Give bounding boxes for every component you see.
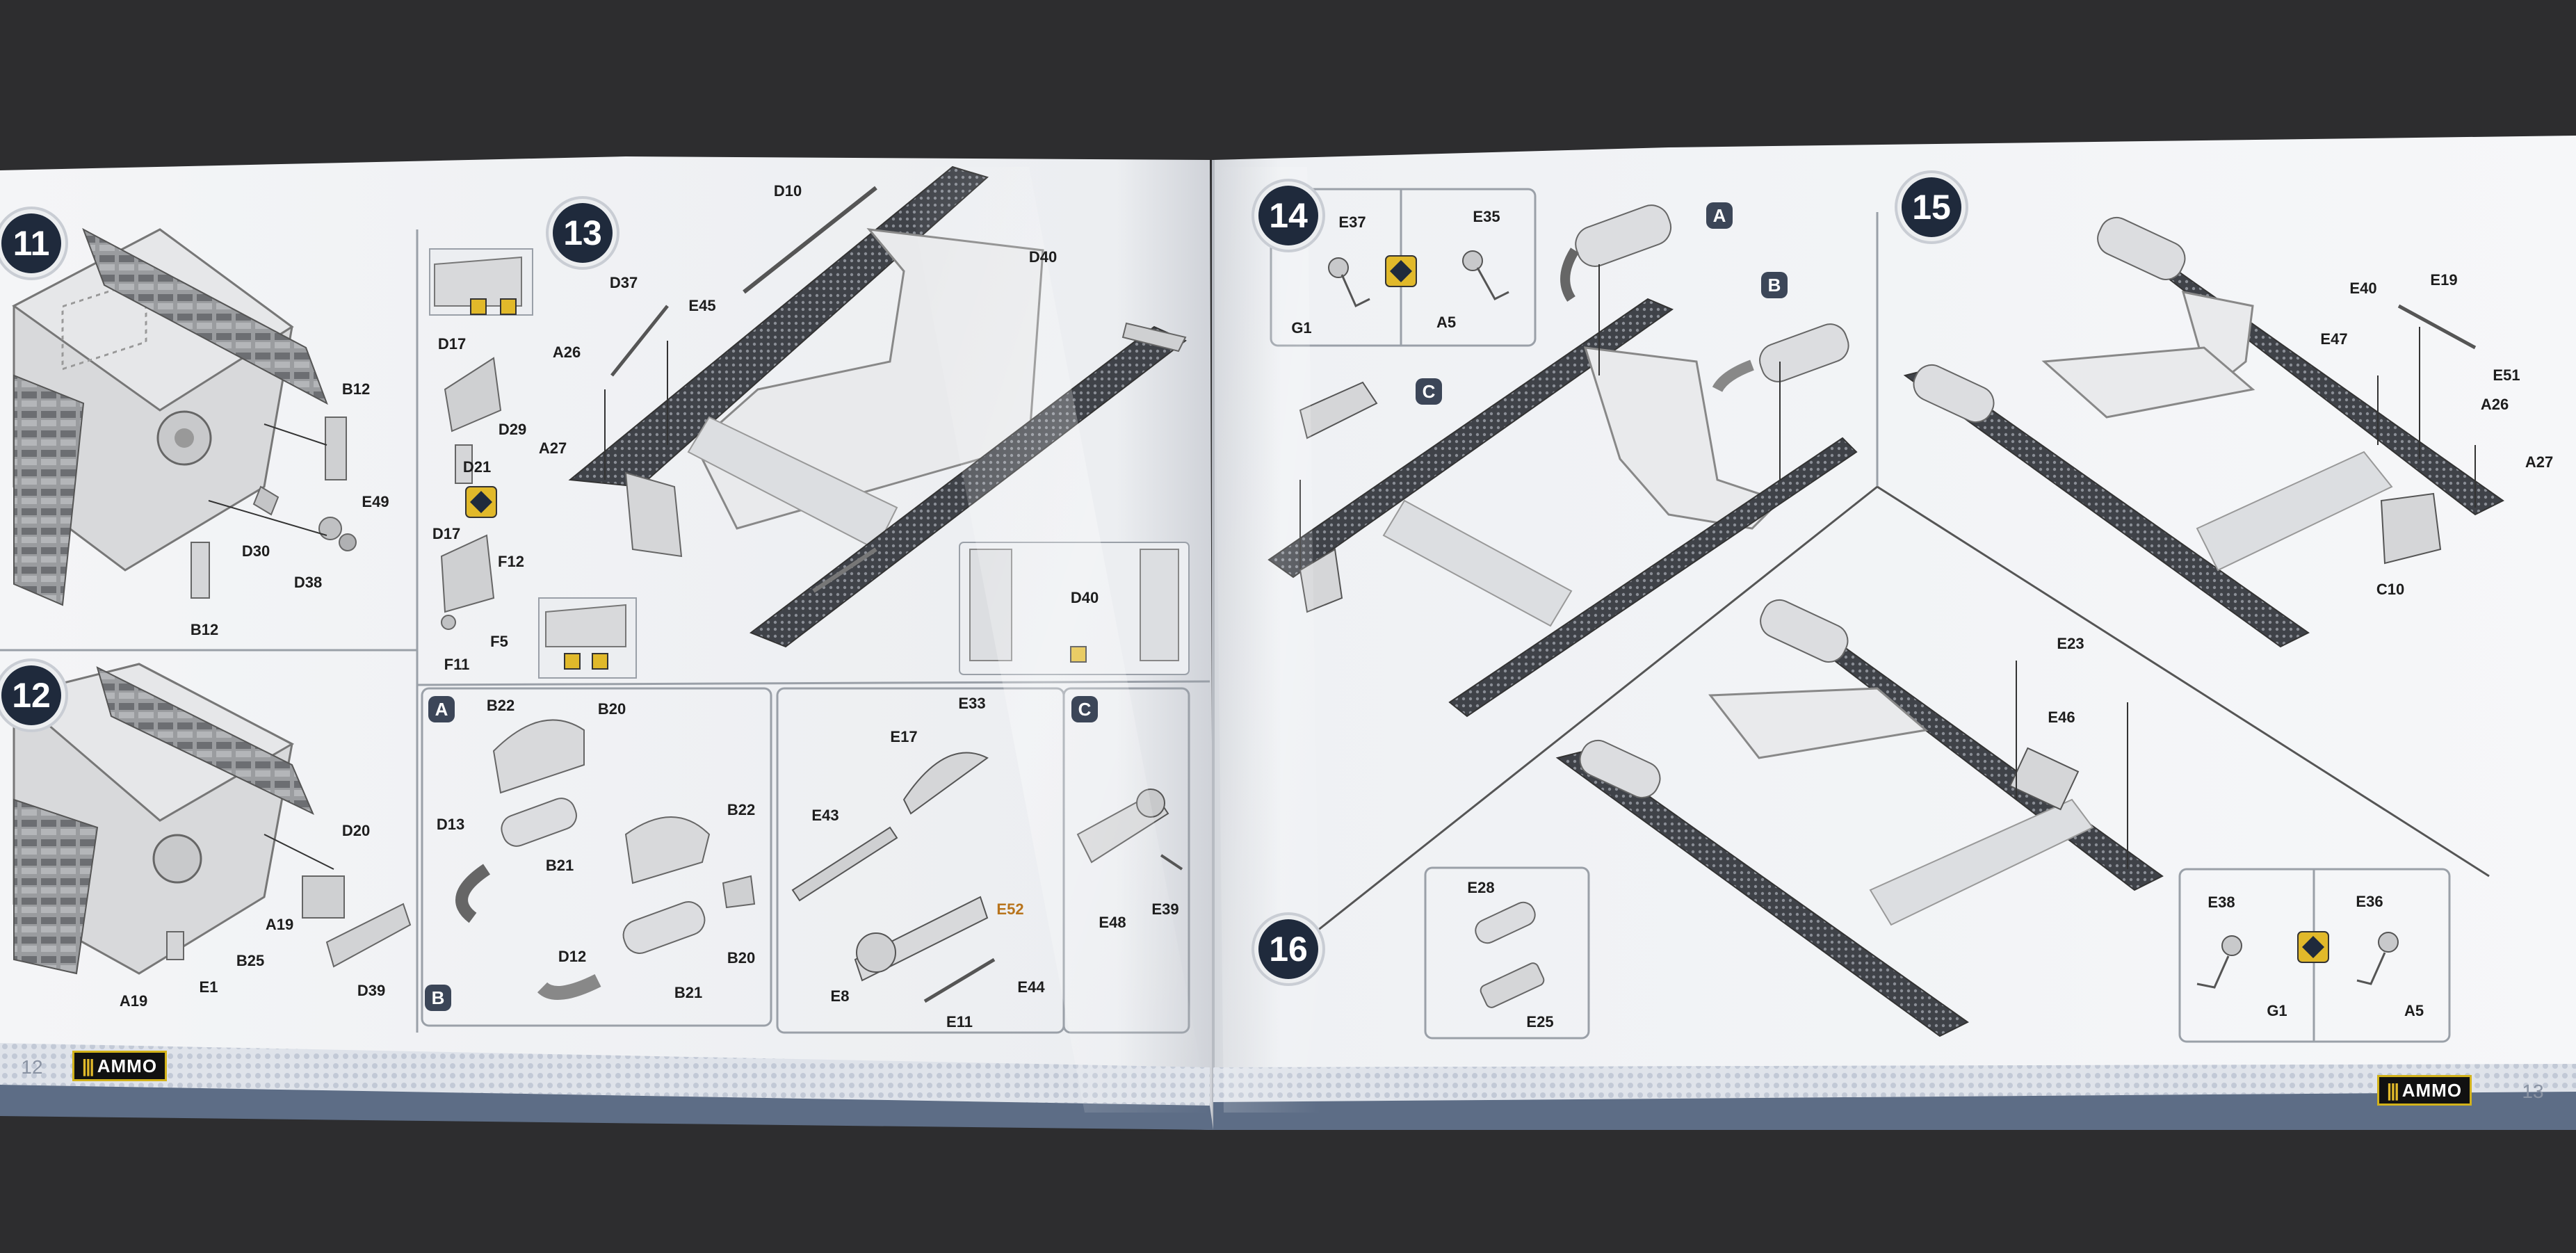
part-label: F12 [498,553,524,570]
part-label: D20 [341,822,371,839]
part-label: D39 [357,982,386,999]
subassembly-tag-b: B [425,985,451,1011]
part-label: B20 [727,949,756,967]
part-label: D12 [558,948,587,965]
part-label: B25 [236,952,265,969]
part-label: E51 [2493,366,2520,384]
step-14-badge: 14 [1258,186,1318,245]
part-label: F5 [490,633,508,650]
part-label: E19 [2430,271,2458,289]
part-label: A19 [119,992,148,1010]
part-label: E23 [2057,635,2084,652]
part-label: A5 [1436,314,1457,331]
part-label: E37 [1338,213,1366,231]
part-label: B12 [190,621,219,638]
part-label: E39 [1151,900,1179,918]
part-label: E52 [996,900,1024,918]
part-label: E33 [958,695,986,712]
part-label: A27 [2525,453,2554,471]
ammo-logo-right: ||| AMMO [2377,1075,2472,1106]
left-page-number: 12 [21,1056,43,1078]
part-label: E49 [362,493,389,510]
ammo-logo-left: ||| AMMO [72,1051,167,1081]
part-label: B20 [597,700,626,718]
part-label: A5 [2404,1002,2424,1019]
right-footer-band [1213,1092,2576,1130]
step-13-badge: 13 [553,203,613,263]
part-label: C10 [2376,581,2405,598]
part-label: B21 [674,984,703,1001]
part-label: E1 [199,978,218,996]
part-label: D17 [437,335,467,353]
part-label: E11 [946,1013,973,1030]
part-label: E48 [1099,914,1126,931]
part-label: E45 [688,297,716,314]
part-label: D40 [1028,248,1058,266]
logo-bars-icon: ||| [2386,1079,2399,1101]
part-label: G1 [2267,1002,2287,1019]
step-15-badge: 15 [1902,177,1961,237]
step-11-hull-drawing [12,227,357,606]
part-label: D38 [293,574,323,591]
subassembly-tag-a: A [428,696,455,722]
part-label: D40 [1070,589,1099,606]
part-label: D13 [436,816,465,833]
part-label: G1 [1291,319,1312,337]
part-label: E8 [830,987,850,1005]
part-label: D37 [609,274,638,291]
step-13-subparts [429,248,637,679]
part-label: D29 [498,421,527,438]
part-label: E44 [1017,978,1045,996]
part-label: E28 [1467,879,1495,896]
part-label: D10 [773,182,802,200]
right-page-number: 13 [2522,1081,2544,1102]
part-label: B21 [545,857,574,874]
left-footer-band [0,1085,1213,1130]
part-label: E43 [811,807,839,824]
step-15-chassis-drawing [1903,216,2504,648]
step-14-chassis-drawing [1267,204,1858,718]
step-12-hull-drawing [11,663,412,975]
part-label: E35 [1473,208,1500,225]
subassembly-tag-a-right: A [1706,202,1733,229]
subassembly-tag-c-right: C [1416,378,1442,405]
subassembly-tag-b-right: B [1761,272,1788,298]
step-16-chassis-drawing [1424,599,2451,1043]
part-label: F11 [444,656,470,673]
part-label: D30 [241,542,270,560]
part-label: E40 [2349,280,2377,297]
logo-text: AMMO [2401,1079,2463,1101]
part-label: E46 [2048,709,2075,726]
part-label: A19 [265,916,294,933]
part-label: E36 [2356,893,2383,910]
part-label: A27 [538,439,567,457]
part-label: B22 [486,697,515,714]
part-label: A26 [552,343,581,361]
part-label: E47 [2320,330,2348,348]
part-label: E25 [1526,1013,1554,1030]
logo-bars-icon: ||| [81,1055,95,1076]
step-16-badge: 16 [1258,919,1318,979]
step-11-badge: 11 [1,213,61,273]
part-label: B22 [727,801,756,818]
part-label: B12 [341,380,371,398]
step-12-badge: 12 [1,665,61,725]
part-label: D21 [462,458,492,476]
part-label: E17 [890,728,918,745]
part-label: A26 [2480,396,2509,413]
part-label: E38 [2208,894,2235,911]
subassembly-tag-c: C [1071,696,1098,722]
logo-text: AMMO [97,1055,158,1076]
part-label: D17 [432,525,461,542]
